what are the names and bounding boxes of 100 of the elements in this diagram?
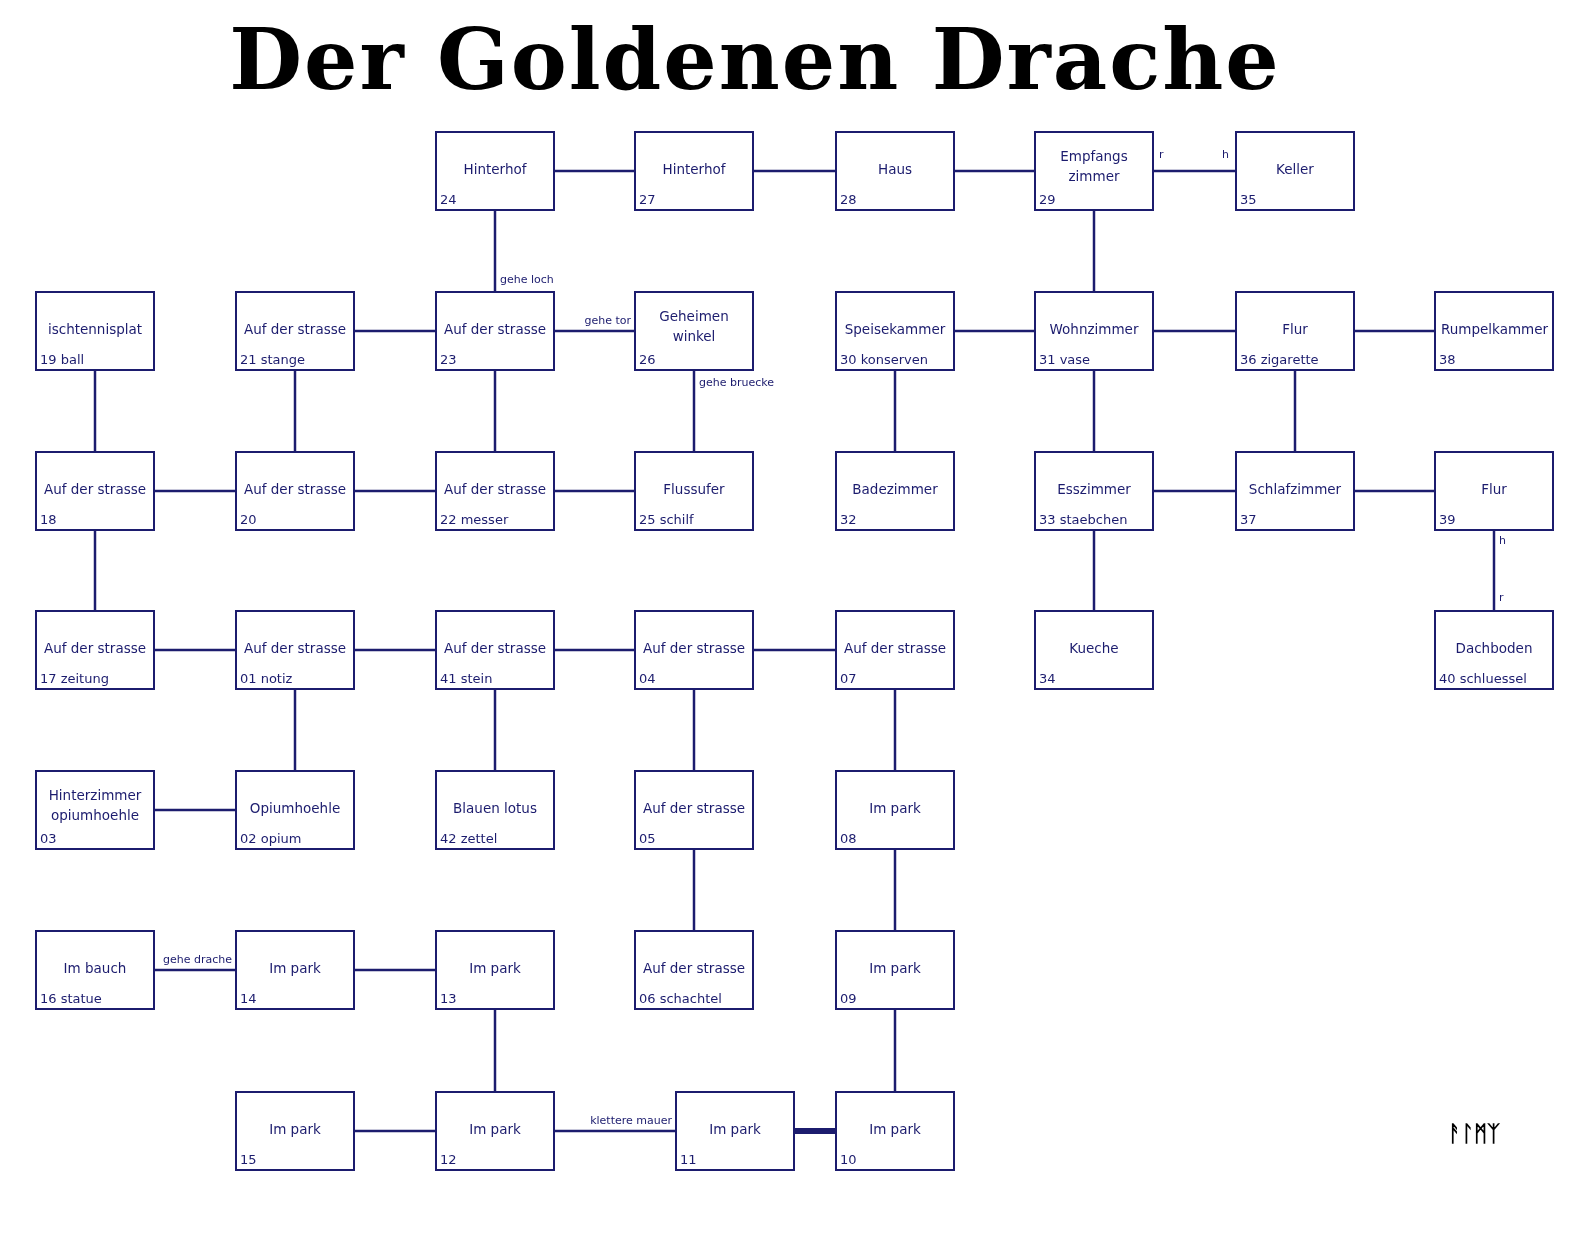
room-box	[634, 930, 754, 1010]
connector-line	[692, 690, 696, 770]
connector-line	[893, 371, 897, 451]
room-name: Auf der strasse	[242, 479, 348, 499]
room-box	[35, 451, 155, 531]
edge-label: gehe bruecke	[699, 376, 775, 389]
room-box	[1434, 451, 1554, 531]
room-name: Im park	[868, 798, 922, 818]
room-box	[835, 610, 955, 690]
room-name: Hinterhof	[462, 159, 528, 179]
room-name: Schlafzimmer	[1247, 479, 1343, 499]
room-number: 02 opium	[240, 831, 302, 846]
connector-line	[93, 371, 97, 451]
room-number: 17 zeitung	[40, 671, 109, 686]
connector-line	[555, 648, 634, 652]
room-number: 19 ball	[40, 352, 85, 367]
room-name: Esszimmer	[1056, 479, 1132, 499]
room-box	[235, 451, 355, 531]
room-number: 15	[240, 1152, 257, 1167]
room-name: Auf der strasse	[641, 798, 747, 818]
connector-line	[355, 489, 435, 493]
room-name: Im park	[868, 958, 922, 978]
room-name: Im park	[268, 958, 322, 978]
room-number: 13	[440, 991, 457, 1006]
connector-line	[1492, 531, 1496, 610]
room-number: 32	[840, 512, 857, 527]
room-box	[634, 610, 754, 690]
room-box	[634, 131, 754, 211]
room-number: 07	[840, 671, 857, 686]
room-name: Auf der strasse	[442, 479, 548, 499]
room-name: Flur	[1480, 479, 1508, 499]
title: Der Goldenen Drache	[228, 10, 1282, 109]
connector-line	[1092, 371, 1096, 451]
connector-line	[155, 968, 235, 972]
room-name: Speisekammer	[843, 319, 947, 339]
room-number: 29	[1039, 192, 1056, 207]
room-box	[35, 770, 155, 850]
room-number: 36 zigarette	[1240, 352, 1319, 367]
room-number: 27	[639, 192, 656, 207]
connector-line	[355, 648, 435, 652]
room-number: 34	[1039, 671, 1056, 686]
room-number: 21 stange	[240, 352, 305, 367]
connector-line	[555, 489, 634, 493]
room-number: 22 messer	[440, 512, 509, 527]
connector-line	[893, 1010, 897, 1091]
connector-line	[293, 690, 297, 770]
edge-label: gehe loch	[500, 273, 554, 286]
room-number: 26	[639, 352, 656, 367]
room-box	[235, 930, 355, 1010]
room-name: Dachboden	[1454, 638, 1534, 658]
room-name: Im park	[468, 1119, 522, 1139]
room-name: Empfangs zimmer	[1059, 147, 1129, 187]
room-name: Rumpelkammer	[1441, 319, 1547, 339]
connector-line	[692, 850, 696, 930]
edge-label: klettere mauer	[590, 1114, 672, 1127]
connector-line	[93, 531, 97, 610]
room-number: 14	[240, 991, 257, 1006]
room-number: 40 schluessel	[1439, 671, 1527, 686]
room-number: 28	[840, 192, 857, 207]
room-box	[835, 770, 955, 850]
direction-label: r	[1499, 592, 1504, 605]
connector-line	[1355, 329, 1434, 333]
connector-line	[1154, 329, 1235, 333]
connector-line	[493, 1010, 497, 1091]
room-box	[1434, 610, 1554, 690]
room-box	[835, 451, 955, 531]
direction-label: h	[1499, 535, 1506, 548]
room-box	[435, 131, 555, 211]
room-box	[1235, 451, 1355, 531]
connector-line	[493, 211, 497, 291]
connector-line	[1293, 371, 1297, 451]
room-box	[435, 930, 555, 1010]
connector-line	[1092, 531, 1096, 610]
connector-line	[692, 371, 696, 451]
room-box	[1034, 291, 1154, 371]
room-name: Flussufer	[662, 479, 726, 499]
room-name: Hinterhof	[661, 159, 727, 179]
room-box	[35, 930, 155, 1010]
room-number: 37	[1240, 512, 1257, 527]
room-box	[435, 451, 555, 531]
room-name: Haus	[877, 159, 913, 179]
direction-label: r	[1159, 149, 1164, 162]
rune-signature: ᚨᛚᛗᛉ	[1448, 1122, 1500, 1147]
room-box	[235, 610, 355, 690]
room-box	[1235, 291, 1355, 371]
room-box	[835, 930, 955, 1010]
room-name: Im bauch	[62, 958, 128, 978]
room-number: 09	[840, 991, 857, 1006]
room-number: 38	[1439, 352, 1456, 367]
edge-label: gehe tor	[584, 314, 631, 327]
room-box	[634, 451, 754, 531]
room-name: Im park	[268, 1119, 322, 1139]
room-number: 16 statue	[40, 991, 102, 1006]
connector-line	[795, 1128, 835, 1134]
connector-line	[293, 371, 297, 451]
connector-line	[493, 690, 497, 770]
room-number: 12	[440, 1152, 457, 1167]
room-number: 39	[1439, 512, 1456, 527]
room-number: 35	[1240, 192, 1257, 207]
room-name: Kueche	[1068, 638, 1120, 658]
